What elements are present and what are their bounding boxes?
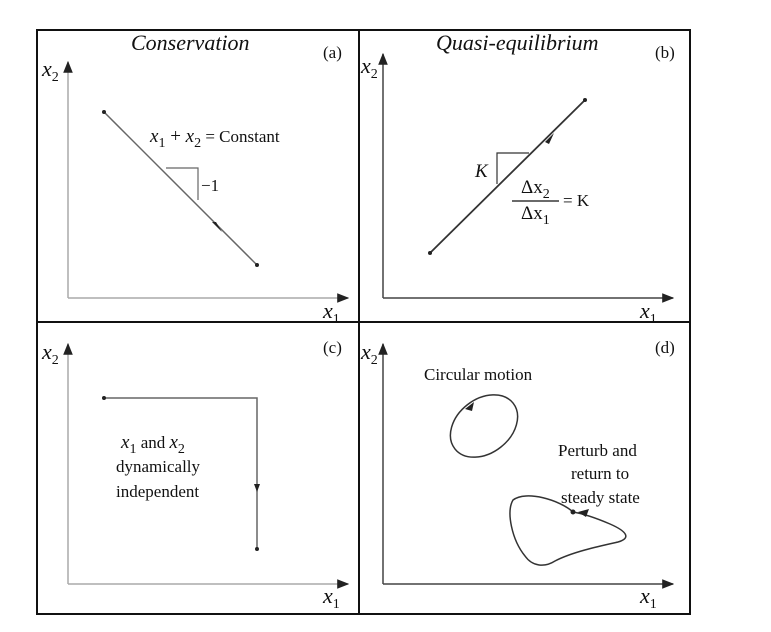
equilibrium-start-point xyxy=(428,251,432,255)
panel-b: x2 x1 Quasi-equilibrium (b) K Δx2 Δx1 = … xyxy=(360,30,675,327)
svg-text:= K: = K xyxy=(563,191,590,210)
panel-a-title: Conservation xyxy=(131,30,250,55)
equilibrium-line xyxy=(429,99,586,254)
panel-d-y-label: x2 xyxy=(360,339,378,368)
k-label: K xyxy=(474,161,489,182)
delta-fraction: Δx2 Δx1 = K xyxy=(512,177,590,228)
svg-text:Δx2: Δx2 xyxy=(521,177,550,202)
conservation-direction-arrow xyxy=(212,222,222,232)
equilibrium-direction-arrow xyxy=(545,133,554,144)
independent-end-point xyxy=(255,547,259,551)
perturb-return-path xyxy=(509,495,627,566)
panel-c-tag: (c) xyxy=(323,338,342,357)
slope-label: −1 xyxy=(201,176,219,195)
independent-text-line3: independent xyxy=(116,482,199,501)
panel-b-title: Quasi-equilibrium xyxy=(436,30,599,55)
circular-motion-label: Circular motion xyxy=(424,365,533,384)
panel-d-tag: (d) xyxy=(655,338,675,357)
panel-b-x-label: x1 xyxy=(639,298,657,327)
conservation-end-point xyxy=(255,263,259,267)
panel-c-y-label: x2 xyxy=(41,339,59,368)
perturb-direction-arrow xyxy=(578,509,589,517)
panel-d-x-label: x1 xyxy=(639,583,657,612)
independent-direction-arrow xyxy=(254,484,260,492)
k-slope-triangle xyxy=(496,152,529,184)
panel-a-y-label: x2 xyxy=(41,56,59,85)
panel-a-x-label: x1 xyxy=(322,298,340,327)
circular-orbit xyxy=(449,394,519,458)
perturb-label-line2: return to xyxy=(571,464,629,483)
independent-path xyxy=(104,397,258,549)
slope-triangle xyxy=(166,167,199,200)
independent-text-line2: dynamically xyxy=(116,457,201,476)
conservation-line xyxy=(103,111,258,266)
panel-b-y-label: x2 xyxy=(360,53,378,82)
panel-d: x2 x1 (d) Circular motion Perturb and re… xyxy=(360,338,675,612)
svg-text:Δx1: Δx1 xyxy=(521,203,550,228)
steady-state-point xyxy=(570,509,576,515)
panel-b-tag: (b) xyxy=(655,43,675,62)
perturb-label-line3: steady state xyxy=(561,488,640,507)
independent-text-line1: x1 and x2 xyxy=(120,432,185,457)
equilibrium-end-point xyxy=(583,98,587,102)
panel-a: x2 x1 Conservation (a) −1 x1 + x2 = Cons… xyxy=(41,30,350,327)
perturb-label-line1: Perturb and xyxy=(558,441,637,460)
panel-c: x2 x1 (c) x1 and x2 dynamically independ… xyxy=(41,338,350,612)
panel-c-x-label: x1 xyxy=(322,583,340,612)
conservation-start-point xyxy=(102,110,106,114)
panel-a-tag: (a) xyxy=(323,43,342,62)
independent-start-point xyxy=(102,396,106,400)
circular-direction-arrow xyxy=(465,402,474,411)
conservation-equation: x1 + x2 = Constant xyxy=(149,126,280,151)
